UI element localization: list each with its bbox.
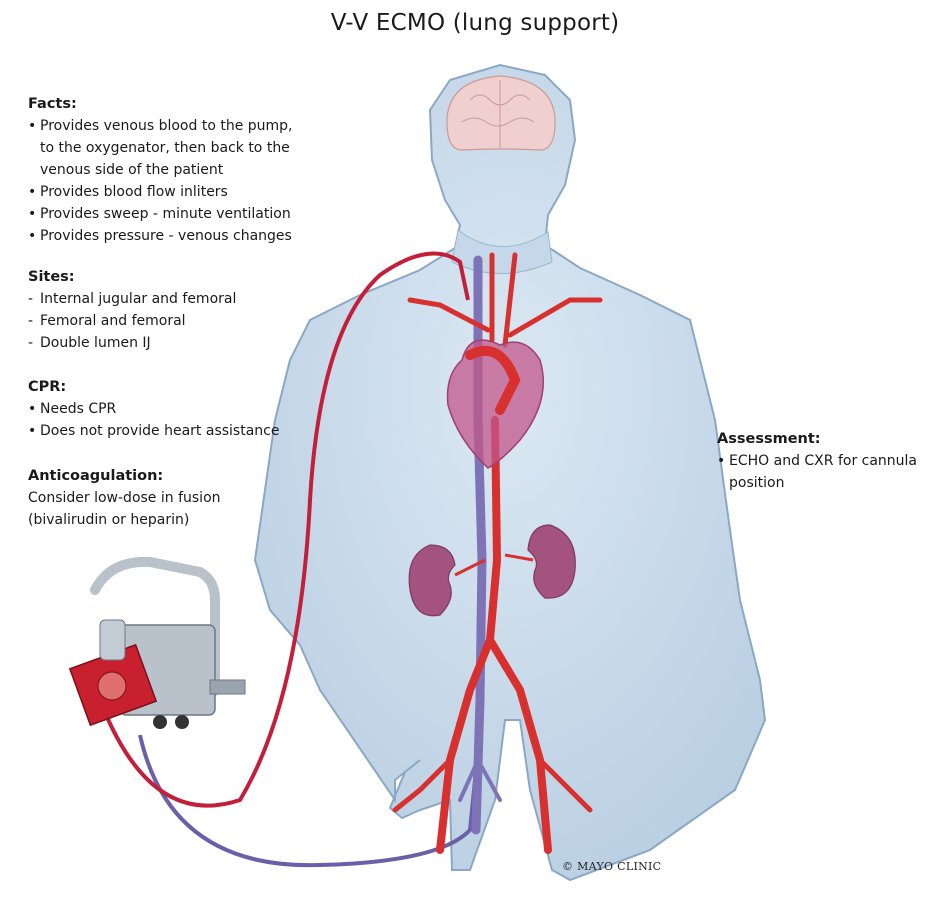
cpr-item: Needs CPR xyxy=(28,398,279,420)
body-silhouette xyxy=(255,65,765,880)
cpr-item: Does not provide heart assistance xyxy=(28,420,279,442)
left-kidney xyxy=(409,545,455,616)
facts-panel: Facts: Provides venous blood to the pump… xyxy=(28,93,293,247)
cpr-list: Needs CPR Does not provide heart assista… xyxy=(28,398,279,442)
brain xyxy=(447,76,555,150)
cpr-panel: CPR: Needs CPR Does not provide heart as… xyxy=(28,376,279,442)
anticoagulation-text: (bivalirudin or heparin) xyxy=(28,509,221,531)
anticoagulation-panel: Anticoagulation: Consider low-dose in fu… xyxy=(28,465,221,531)
assessment-heading: Assessment: xyxy=(717,428,917,450)
sites-item: Femoral and femoral xyxy=(28,310,236,332)
assessment-item: ECHO and CXR for cannula position xyxy=(717,450,917,494)
copyright-notice: © MAYO CLINIC xyxy=(562,860,661,873)
diagram-title: V-V ECMO (lung support) xyxy=(0,10,950,36)
facts-item: Provides venous blood to the pump, to th… xyxy=(28,115,293,181)
facts-item: Provides blood flow inliters xyxy=(28,181,293,203)
sites-panel: Sites: Internal jugular and femoral Femo… xyxy=(28,266,236,354)
facts-item: Provides pressure - venous changes xyxy=(28,225,293,247)
sites-heading: Sites: xyxy=(28,266,236,288)
sites-item: Internal jugular and femoral xyxy=(28,288,236,310)
assessment-panel: Assessment: ECHO and CXR for cannula pos… xyxy=(717,428,917,494)
facts-heading: Facts: xyxy=(28,93,293,115)
cpr-heading: CPR: xyxy=(28,376,279,398)
assessment-list: ECHO and CXR for cannula position xyxy=(717,450,917,494)
anticoagulation-heading: Anticoagulation: xyxy=(28,465,221,487)
anticoagulation-text: Consider low-dose in fusion xyxy=(28,487,221,509)
sites-item: Double lumen IJ xyxy=(28,332,236,354)
ecmo-pump-device xyxy=(70,562,245,729)
facts-item: Provides sweep - minute ventilation xyxy=(28,203,293,225)
sites-list: Internal jugular and femoral Femoral and… xyxy=(28,288,236,354)
facts-list: Provides venous blood to the pump, to th… xyxy=(28,115,293,247)
